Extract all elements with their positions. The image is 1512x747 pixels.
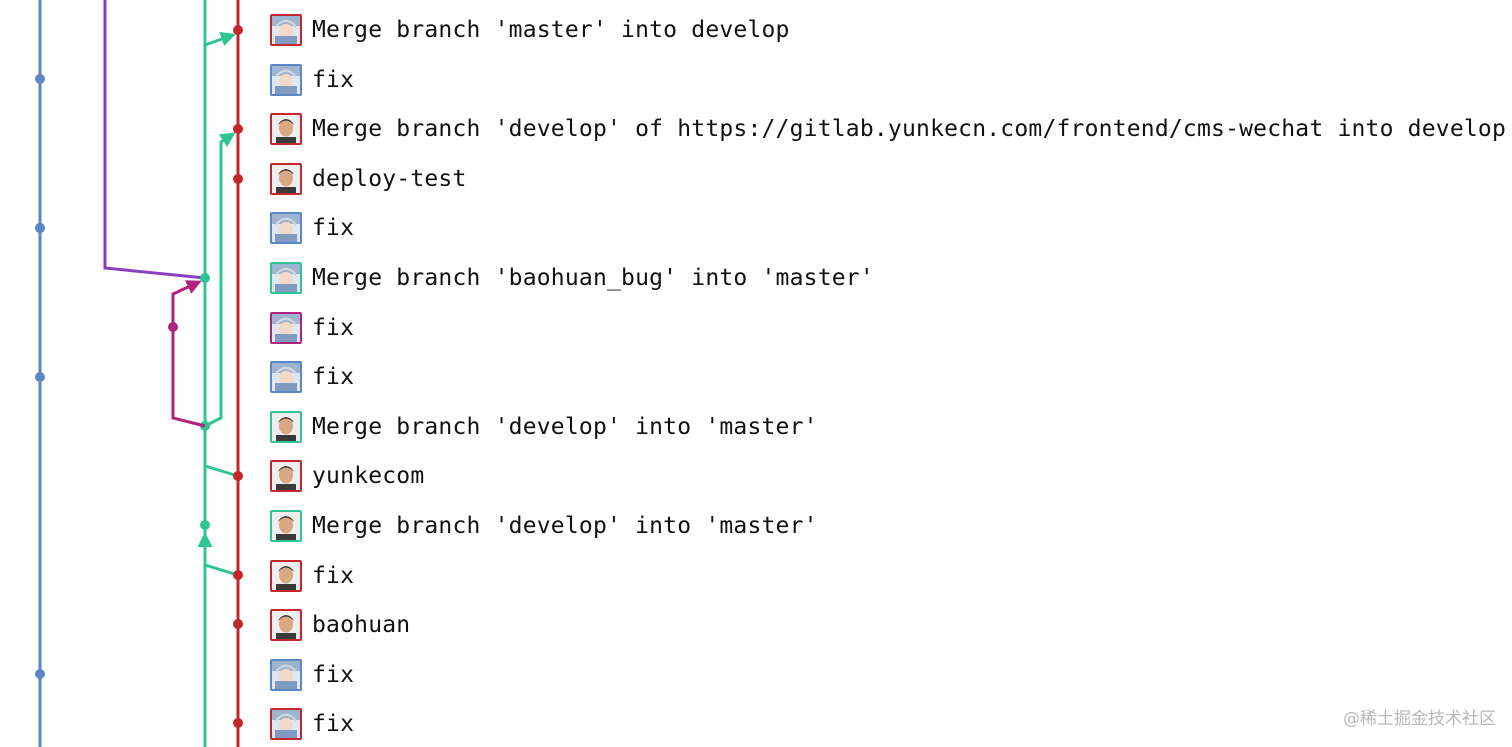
commit-dot [233,570,243,580]
commit-graph [35,0,243,747]
lane-magenta [171,280,206,428]
commit-dot [35,223,45,233]
commit-dot [200,520,210,530]
commit-dot [233,25,243,35]
commit-dot [233,174,243,184]
person-avatar-icon [270,410,302,443]
commit-message: Merge branch 'develop' of https://gitlab… [312,116,1507,143]
commit-row[interactable]: Merge branch 'develop' into 'master' [270,506,1505,546]
commit-message: Merge branch 'develop' into 'master' [312,513,818,539]
commit-row[interactable]: fix [270,308,1505,348]
commit-dot [168,322,178,332]
commit-message: Merge branch 'master' into develop [312,17,790,43]
anime-avatar-icon [270,311,302,344]
commit-row[interactable]: baohuan [270,605,1505,645]
person-avatar-icon [270,460,302,493]
commit-row[interactable]: Merge branch 'master' into develop [270,10,1505,50]
merge-edge [204,132,236,428]
commit-message: deploy-test [312,165,467,192]
commit-message: fix [312,364,355,391]
commit-row[interactable]: fix [270,655,1505,695]
anime-avatar-icon [270,262,302,294]
person-avatar-icon [270,510,302,542]
commit-row[interactable]: deploy-test [270,159,1505,199]
merge-edge [204,464,239,478]
commit-row[interactable]: fix [270,208,1505,248]
commit-row[interactable]: fix [270,704,1505,744]
commit-message: baohuan [312,612,411,639]
commit-row[interactable]: yunkecom [270,456,1505,496]
anime-avatar-icon [270,14,302,46]
person-avatar-icon [270,162,302,195]
lane-purple [103,0,206,280]
commit-message: fix [312,314,355,341]
commit-dot [35,669,45,679]
anime-avatar-icon [270,361,302,394]
commit-dot [233,471,243,481]
commit-dot [233,619,243,629]
watermark: @稀土掘金技术社区 [1343,709,1496,729]
commit-dot [35,74,45,84]
commit-message: fix [312,66,355,93]
commit-message: Merge branch 'baohuan_bug' into 'master' [312,265,874,291]
commit-message: fix [312,215,355,242]
commit-row[interactable]: fix [270,556,1505,596]
person-avatar-icon [270,113,302,146]
commit-message: Merge branch 'develop' into 'master' [312,413,818,440]
anime-avatar-icon [270,63,302,96]
person-avatar-icon [270,559,302,592]
anime-avatar-icon [270,708,302,741]
person-avatar-icon [270,609,302,642]
commit-row[interactable]: fix [270,60,1505,100]
anime-avatar-icon [270,658,302,691]
merge-edge [197,532,239,577]
commit-message: fix [312,711,355,738]
commit-message: fix [312,562,355,589]
commit-dot [200,273,210,283]
commit-dot [233,718,243,728]
merge-edge [204,31,236,47]
commit-message: fix [312,661,355,688]
anime-avatar-icon [270,212,302,245]
commit-message: yunkecom [312,463,425,490]
commit-row[interactable]: fix [270,357,1505,397]
commit-dot [35,372,45,382]
commit-row[interactable]: Merge branch 'baohuan_bug' into 'master' [270,258,1505,298]
commit-row[interactable]: Merge branch 'develop' of https://gitlab… [270,109,1507,149]
commit-dot [233,124,243,134]
commit-row[interactable]: Merge branch 'develop' into 'master' [270,407,1505,447]
